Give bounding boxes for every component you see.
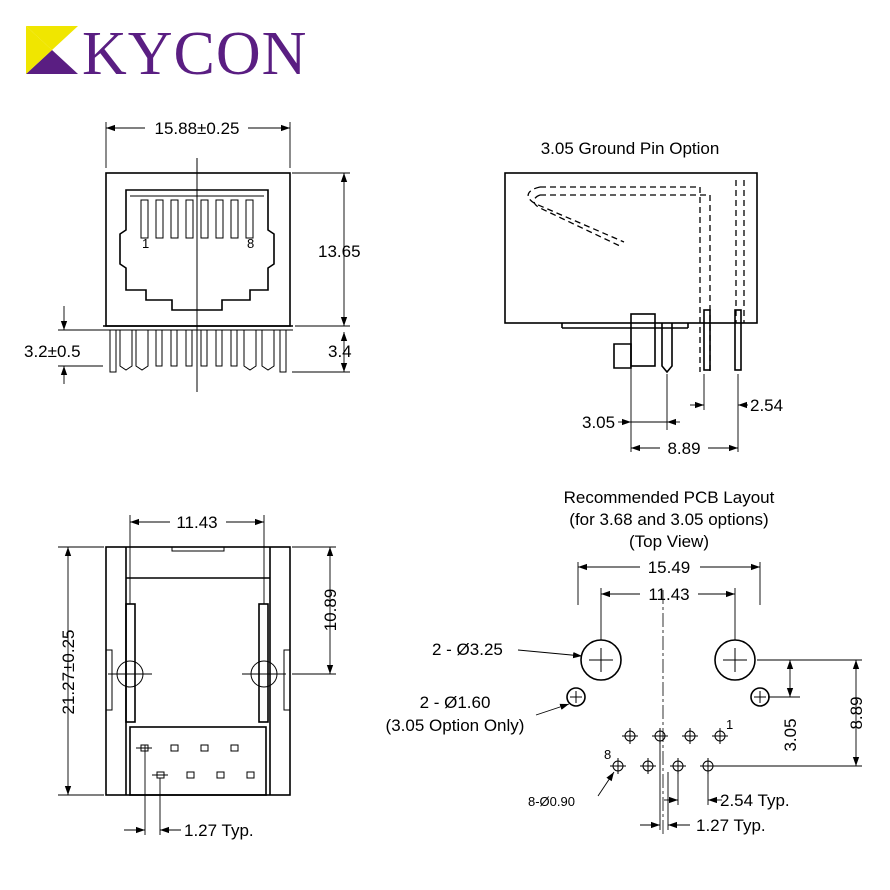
pcb-dim-3-05: 3.05 bbox=[781, 718, 800, 751]
front-view: 1 8 15.88±0.25 13.65 bbox=[24, 119, 361, 392]
bottom-view: 11.43 21.27±0.25 10.89 1.27 Typ. bbox=[58, 513, 340, 840]
pcb-ground-hole-left bbox=[566, 687, 586, 707]
bottom-dim-pitch: 1.27 Typ. bbox=[184, 821, 254, 840]
pin-8-label: 8 bbox=[247, 236, 254, 251]
pcb-pin-1-label: 1 bbox=[726, 717, 733, 732]
pcb-dim-1-27: 1.27 Typ. bbox=[696, 816, 766, 835]
dim-pin-length: 3.4 bbox=[328, 342, 352, 361]
pcb-dim-15-49: 15.49 bbox=[648, 558, 691, 577]
pcb-pin-hole-label: 8-Ø0.90 bbox=[528, 794, 575, 809]
pin-1-label: 1 bbox=[142, 236, 149, 251]
side-boss bbox=[630, 313, 656, 367]
logo-mark-lower bbox=[26, 50, 78, 74]
bottom-dim-10-89: 10.89 bbox=[321, 589, 340, 632]
logo-text: KYCON bbox=[82, 20, 307, 88]
bottom-dim-length: 21.27±0.25 bbox=[59, 630, 78, 715]
side-view: 3.05 Ground Pin Option 3.05 2.54 8.89 bbox=[504, 139, 783, 458]
side-dim-2-54: 2.54 bbox=[750, 396, 783, 415]
pcb-title-2: (for 3.68 and 3.05 options) bbox=[569, 510, 768, 529]
pcb-dim-8-89: 8.89 bbox=[847, 696, 866, 729]
pcb-dim-2-54: 2.54 Typ. bbox=[720, 791, 790, 810]
pcb-dim-11-43: 11.43 bbox=[648, 585, 689, 604]
pcb-large-hole-label: 2 - Ø3.25 bbox=[432, 640, 503, 659]
pcb-title-1: Recommended PCB Layout bbox=[564, 488, 775, 507]
pcb-pin-8-label: 8 bbox=[604, 747, 611, 762]
kycon-logo: KYCON bbox=[26, 20, 307, 88]
pcb-title-3: (Top View) bbox=[629, 532, 709, 551]
pcb-small-hole-label-1: 2 - Ø1.60 bbox=[420, 693, 491, 712]
front-pins bbox=[109, 329, 287, 373]
jack-opening bbox=[119, 189, 275, 311]
pcb-pin-holes bbox=[610, 728, 728, 774]
side-view-title: 3.05 Ground Pin Option bbox=[541, 139, 720, 158]
pcb-small-hole-label-2: (3.05 Option Only) bbox=[386, 716, 525, 735]
logo-mark-left bbox=[26, 26, 52, 74]
logo-mark bbox=[26, 26, 78, 50]
pin-block bbox=[129, 726, 267, 796]
dim-standoff: 3.2±0.5 bbox=[24, 342, 81, 361]
dim-height: 13.65 bbox=[318, 242, 361, 261]
dim-width: 15.88±0.25 bbox=[155, 119, 240, 138]
side-dim-3-05: 3.05 bbox=[582, 413, 615, 432]
bottom-dim-11-43: 11.43 bbox=[176, 513, 217, 532]
pcb-layout: Recommended PCB Layout (for 3.68 and 3.0… bbox=[386, 488, 866, 835]
jack-contacts bbox=[140, 199, 254, 239]
side-dim-8-89: 8.89 bbox=[667, 439, 700, 458]
bottom-housing bbox=[105, 546, 291, 796]
